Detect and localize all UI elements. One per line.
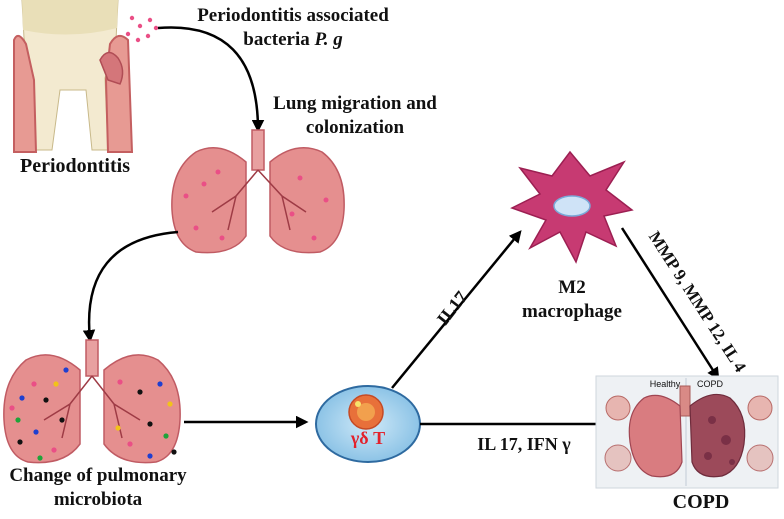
migration-label-line2: colonization [305, 117, 405, 138]
panel-copd-label: COPD [696, 379, 723, 389]
migration-label: Lung migration and colonization [262, 92, 448, 140]
arrow-bacteria-to-lung [157, 26, 265, 133]
arrow-lung-to-microbiota [82, 230, 179, 343]
gd-t-label: γδ T [350, 428, 386, 448]
m2-macrophage-label: M2 macrophage [510, 276, 634, 324]
migration-label-line1: Lung migration and [273, 93, 437, 114]
bacteria-label-line2: bacteria [243, 29, 310, 50]
copd-lung-panel [595, 375, 779, 489]
change-microbiota-line1: Change of pulmonary [9, 465, 187, 486]
m2-label-line1: M2 [558, 277, 586, 298]
lung-icon [171, 129, 345, 254]
bacteria-species: P. g [314, 29, 343, 50]
m2-label-line2: macrophage [522, 301, 622, 322]
il17-ifn-label: IL 17, IFN γ [477, 434, 571, 454]
change-microbiota-label: Change of pulmonary microbiota [0, 464, 196, 512]
panel-healthy-label: Healthy [649, 379, 681, 389]
gd-t-cell-icon [315, 385, 421, 463]
macrophage-icon [510, 150, 634, 264]
tooth-icon [13, 0, 134, 153]
bacteria-dots [125, 15, 159, 43]
lung-microbiota-icon [3, 339, 181, 464]
bacteria-label-line1: Periodontitis associated [197, 5, 389, 26]
change-microbiota-line2: microbiota [53, 489, 143, 510]
bacteria-label: Periodontitis associated bacteria P. g [178, 4, 408, 52]
copd-label: COPD [672, 491, 730, 513]
arrow-gd-t-to-m2 [391, 230, 522, 389]
periodontitis-label: Periodontitis [20, 155, 130, 177]
arrow-m2-to-copd [620, 227, 720, 381]
